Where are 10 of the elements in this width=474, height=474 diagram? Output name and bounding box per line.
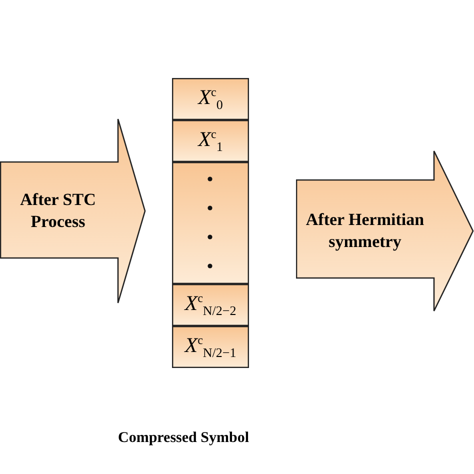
arrow-label: After STC Process — [19, 189, 97, 234]
arrow-label: After Hermitian symmetry — [304, 209, 426, 254]
block-arrow — [0, 118, 146, 304]
block-arrow — [296, 150, 474, 312]
symbol-cell — [172, 78, 249, 120]
symbol-cell — [172, 162, 249, 284]
symbol-cell — [172, 326, 249, 368]
caption: Compressed Symbol — [118, 430, 249, 447]
symbol-cell — [172, 120, 249, 162]
symbol-cell — [172, 284, 249, 326]
